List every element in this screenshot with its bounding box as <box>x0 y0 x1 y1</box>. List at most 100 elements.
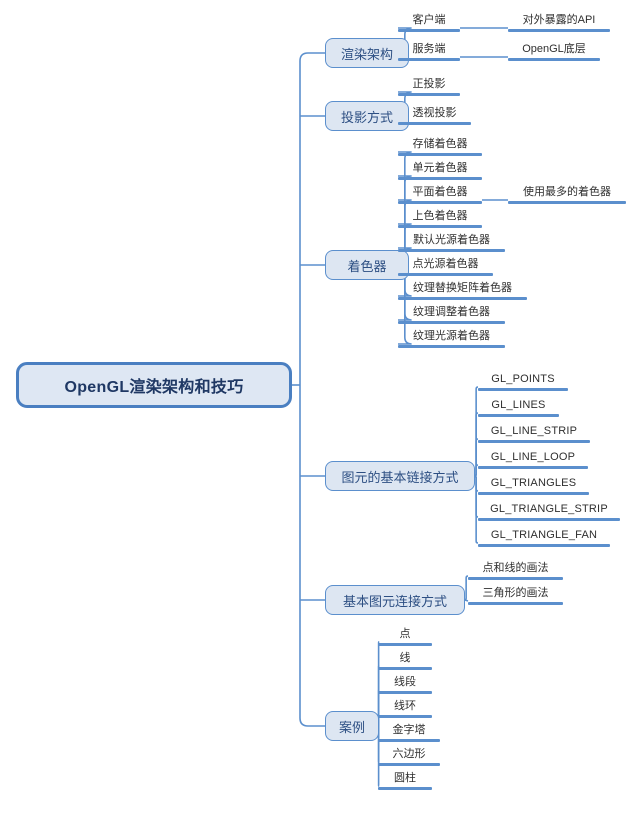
leaf-node-basic-primitive-connection-1[interactable]: 三角形的画法 <box>468 581 563 605</box>
leaf-label: 平面着色器 <box>412 186 468 198</box>
leaf-label: GL_TRIANGLE_STRIP <box>490 503 608 515</box>
leaf-label: 三角形的画法 <box>482 587 549 599</box>
leaf-node-primitive-connection-basics-5[interactable]: GL_TRIANGLE_STRIP <box>478 497 620 521</box>
leaf-node-cases-3[interactable]: 线环 <box>378 694 432 718</box>
leaf-node-primitive-connection-basics-6[interactable]: GL_TRIANGLE_FAN <box>478 523 610 547</box>
leaf-label: 线段 <box>394 676 416 688</box>
leaf-label: 透视投影 <box>412 107 457 119</box>
leaf-underline <box>378 643 432 646</box>
leaf-underline <box>398 177 482 180</box>
leaf-node-render-architecture-1[interactable]: 服务端 <box>398 37 460 61</box>
leaf-label: 使用最多的着色器 <box>523 186 611 198</box>
leaf-underline <box>468 577 563 580</box>
topic-node-render-architecture[interactable]: 渲染架构 <box>325 38 409 68</box>
leaf-underline <box>478 440 590 443</box>
leaf-node-cases-0[interactable]: 点 <box>378 622 432 646</box>
root-node[interactable]: OpenGL渲染架构和技巧 <box>16 362 292 408</box>
leaf-label: GL_POINTS <box>491 373 555 385</box>
leaf-underline <box>398 297 527 300</box>
leaf-label: 线环 <box>394 700 416 712</box>
topic-node-primitive-connection-basics[interactable]: 图元的基本链接方式 <box>325 461 475 491</box>
leaf-node-shaders-6[interactable]: 纹理替换矩阵着色器 <box>398 276 527 300</box>
topic-node-shaders[interactable]: 着色器 <box>325 250 409 280</box>
leaf-underline <box>478 466 588 469</box>
leaf-underline <box>398 58 460 61</box>
leaf-label: 点光源着色器 <box>412 258 479 270</box>
leaf-underline <box>478 544 610 547</box>
leaf-label: 纹理调整着色器 <box>413 306 490 318</box>
leaf-node-basic-primitive-connection-0[interactable]: 点和线的画法 <box>468 556 563 580</box>
leaf-node-primitive-connection-basics-3[interactable]: GL_LINE_LOOP <box>478 445 588 469</box>
leaf-label: 服务端 <box>412 43 446 55</box>
leaf-node-cases-6[interactable]: 圆柱 <box>378 766 432 790</box>
leaf-underline <box>378 739 440 742</box>
leaf-label: GL_TRIANGLES <box>490 477 577 489</box>
leaf-label: 纹理光源着色器 <box>413 330 490 342</box>
leaf-underline <box>378 691 432 694</box>
leaf-node-primitive-connection-basics-1[interactable]: GL_LINES <box>478 393 559 417</box>
leaf-node-cases-5[interactable]: 六边形 <box>378 742 440 766</box>
topic-label: 图元的基本链接方式 <box>341 469 459 485</box>
leaf-underline <box>378 667 432 670</box>
topic-node-basic-primitive-connection[interactable]: 基本图元连接方式 <box>325 585 465 615</box>
leaf-underline <box>478 518 620 521</box>
leaf-underline <box>508 58 600 61</box>
leaf-node-projection-mode-0[interactable]: 正投影 <box>398 72 460 96</box>
leaf-node-primitive-connection-basics-4[interactable]: GL_TRIANGLES <box>478 471 589 495</box>
leaf-underline <box>398 153 482 156</box>
leaf-underline <box>508 201 626 204</box>
leaf-label: GL_LINES <box>491 399 546 411</box>
leaf-underline <box>468 602 563 605</box>
leaf-underline <box>478 388 568 391</box>
leaf-label: 对外暴露的API <box>522 14 596 26</box>
leaf-label: 线 <box>399 652 411 664</box>
leaf-label: 存储着色器 <box>412 138 468 150</box>
leaf-node-shaders-2-0[interactable]: 使用最多的着色器 <box>508 180 626 204</box>
leaf-label: 正投影 <box>412 78 446 90</box>
leaf-node-cases-2[interactable]: 线段 <box>378 670 432 694</box>
leaf-label: 默认光源着色器 <box>413 234 490 246</box>
leaf-node-cases-1[interactable]: 线 <box>378 646 432 670</box>
leaf-underline <box>508 29 610 32</box>
leaf-label: 六边形 <box>392 748 426 760</box>
leaf-underline <box>398 93 460 96</box>
leaf-label: 点 <box>399 628 411 640</box>
leaf-label: 纹理替换矩阵着色器 <box>413 282 512 294</box>
topic-node-cases[interactable]: 案例 <box>325 711 379 741</box>
leaf-node-shaders-4[interactable]: 默认光源着色器 <box>398 228 505 252</box>
topic-label: 基本图元连接方式 <box>342 593 447 609</box>
leaf-underline <box>398 29 460 32</box>
leaf-node-render-architecture-0[interactable]: 客户端 <box>398 8 460 32</box>
leaf-node-shaders-5[interactable]: 点光源着色器 <box>398 252 493 276</box>
leaf-underline <box>398 225 482 228</box>
leaf-node-cases-4[interactable]: 金字塔 <box>378 718 440 742</box>
leaf-node-primitive-connection-basics-2[interactable]: GL_LINE_STRIP <box>478 419 590 443</box>
leaf-label: GL_TRIANGLE_FAN <box>490 529 598 541</box>
leaf-underline <box>398 201 482 204</box>
leaf-underline <box>478 492 589 495</box>
leaf-label: 圆柱 <box>394 772 416 784</box>
leaf-node-shaders-0[interactable]: 存储着色器 <box>398 132 482 156</box>
topic-label: 投影方式 <box>340 109 393 125</box>
root-label: OpenGL渲染架构和技巧 <box>64 379 244 396</box>
leaf-node-shaders-2[interactable]: 平面着色器 <box>398 180 482 204</box>
leaf-underline <box>378 715 432 718</box>
leaf-label: GL_LINE_STRIP <box>490 425 578 437</box>
leaf-underline <box>398 273 493 276</box>
leaf-node-shaders-7[interactable]: 纹理调整着色器 <box>398 300 505 324</box>
leaf-underline <box>378 763 440 766</box>
leaf-node-shaders-1[interactable]: 单元着色器 <box>398 156 482 180</box>
leaf-underline <box>398 345 505 348</box>
leaf-node-render-architecture-0-0[interactable]: 对外暴露的API <box>508 8 610 32</box>
leaf-node-projection-mode-1[interactable]: 透视投影 <box>398 101 471 125</box>
leaf-node-render-architecture-1-0[interactable]: OpenGL底层 <box>508 37 600 61</box>
topic-node-projection-mode[interactable]: 投影方式 <box>325 101 409 131</box>
leaf-underline <box>478 414 559 417</box>
leaf-label: GL_LINE_LOOP <box>490 451 576 463</box>
leaf-node-primitive-connection-basics-0[interactable]: GL_POINTS <box>478 367 568 391</box>
leaf-label: 金字塔 <box>392 724 426 736</box>
leaf-node-shaders-8[interactable]: 纹理光源着色器 <box>398 324 505 348</box>
leaf-node-shaders-3[interactable]: 上色着色器 <box>398 204 482 228</box>
leaf-underline <box>398 249 505 252</box>
